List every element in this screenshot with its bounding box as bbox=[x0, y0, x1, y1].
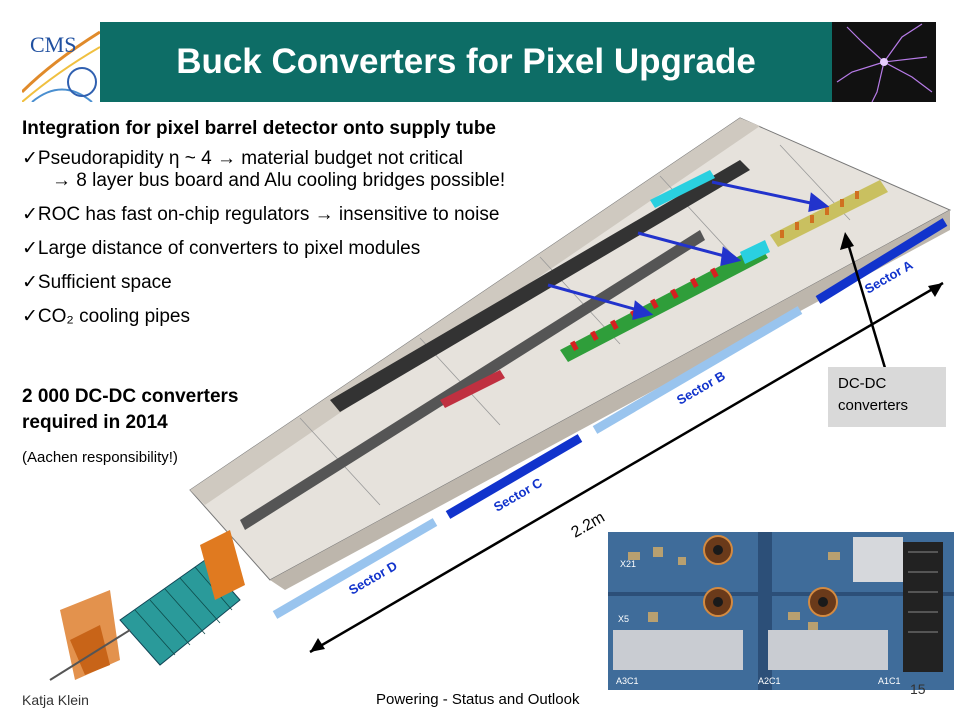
check-icon: ✓ bbox=[22, 238, 38, 259]
title-bar bbox=[22, 22, 936, 102]
bullet-list: Integration for pixel barrel detector on… bbox=[22, 118, 642, 340]
sector-d-label: Sector D bbox=[346, 558, 400, 598]
length-label: 2.2m bbox=[569, 509, 608, 542]
dc-dc-label-box: DC-DC converters bbox=[828, 367, 946, 427]
bullet-item: ✓ROC has fast on-chip regulators → insen… bbox=[22, 204, 500, 225]
cms-logo-icon: CMS bbox=[22, 30, 100, 102]
bullets-heading: Integration for pixel barrel detector on… bbox=[22, 118, 496, 139]
converters-note: 2 000 DC-DC converters required in 2014 bbox=[22, 386, 239, 433]
check-icon: ✓ bbox=[22, 204, 38, 225]
check-icon: ✓ bbox=[22, 272, 38, 293]
bullet-subitem: → 8 layer bus board and Alu cooling brid… bbox=[52, 170, 506, 191]
logo-text: CMS bbox=[30, 32, 76, 57]
bullet-item: ✓Large distance of converters to pixel m… bbox=[22, 238, 421, 259]
footer-title: Powering - Status and Outlook bbox=[376, 691, 580, 708]
footer-author: Katja Klein bbox=[22, 692, 89, 708]
footer-page-number: 15 bbox=[910, 681, 926, 697]
cms-logo: CMS bbox=[22, 22, 100, 102]
svg-text:A1C1: A1C1 bbox=[878, 676, 901, 686]
svg-text:A3C1: A3C1 bbox=[616, 676, 639, 686]
svg-text:X21: X21 bbox=[620, 559, 636, 569]
plasma-image bbox=[832, 22, 936, 102]
bullet-item: ✓Sufficient space bbox=[22, 272, 172, 293]
slide-title: Buck Converters for Pixel Upgrade bbox=[176, 42, 756, 81]
bullet-item: ✓Pseudorapidity η ~ 4 → material budget … bbox=[22, 148, 464, 169]
converter-board-photo: X21 X5 A3C1 A2C1 A1C1 bbox=[608, 532, 954, 690]
svg-text:X5: X5 bbox=[618, 614, 629, 624]
responsibility-note: (Aachen responsibility!) bbox=[22, 449, 178, 466]
check-icon: ✓ bbox=[22, 148, 38, 169]
svg-text:A2C1: A2C1 bbox=[758, 676, 781, 686]
bullet-item: ✓CO₂ cooling pipes bbox=[22, 306, 190, 327]
check-icon: ✓ bbox=[22, 306, 38, 327]
